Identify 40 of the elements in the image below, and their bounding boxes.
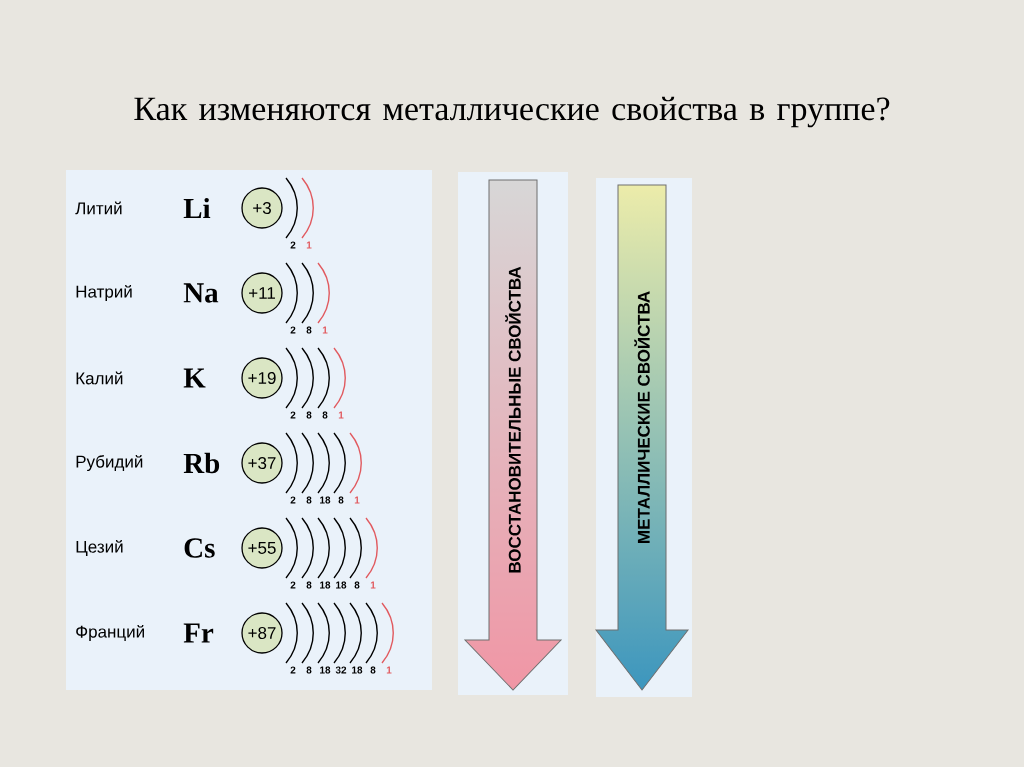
electron-count: 8 — [306, 496, 312, 504]
element-name: Цезий — [76, 540, 123, 556]
electron-count: 18 — [336, 581, 347, 589]
electron-count: 18 — [320, 496, 331, 504]
electron-count: 2 — [290, 666, 296, 674]
electron-count: 1 — [322, 326, 328, 334]
electron-count: 8 — [354, 581, 360, 589]
element-symbol: K — [183, 368, 206, 388]
electron-count: 8 — [338, 496, 344, 504]
electron-count: 8 — [306, 581, 312, 589]
electron-count: 1 — [354, 496, 360, 504]
electron-count: 32 — [335, 666, 347, 674]
electron-count: 1 — [386, 666, 392, 674]
element-name: Калий — [76, 371, 123, 385]
electron-count: 1 — [370, 581, 376, 589]
electron-count: 8 — [306, 411, 312, 419]
electron-count: 8 — [306, 326, 312, 334]
electron-count: 8 — [370, 666, 376, 674]
electron-count: 1 — [338, 411, 344, 419]
element-name: Франций — [76, 624, 144, 642]
electron-count: 2 — [290, 326, 296, 334]
element-name: Литий — [75, 201, 122, 215]
element-symbol: Cs — [184, 538, 215, 558]
element-name: Рубидий — [76, 454, 143, 472]
electron-count: 18 — [352, 666, 363, 674]
electron-count: 1 — [306, 241, 312, 249]
element-name: Натрий — [76, 284, 132, 302]
element-symbol: Rb — [183, 452, 220, 474]
element-symbol: Li — [183, 197, 211, 219]
electron-count: 8 — [322, 411, 328, 419]
element-symbol: Fr — [183, 623, 214, 643]
electron-count: 8 — [306, 666, 312, 674]
electron-count: 18 — [320, 666, 331, 674]
electron-count: 2 — [290, 496, 296, 504]
electron-count: 18 — [320, 581, 331, 589]
electron-count: 2 — [290, 411, 296, 419]
title: Как изменяются металлические свойства в группе? — [134, 96, 890, 128]
element-symbol: Na — [183, 283, 219, 303]
electron-count: 2 — [290, 241, 296, 249]
electron-count: 2 — [290, 581, 296, 589]
